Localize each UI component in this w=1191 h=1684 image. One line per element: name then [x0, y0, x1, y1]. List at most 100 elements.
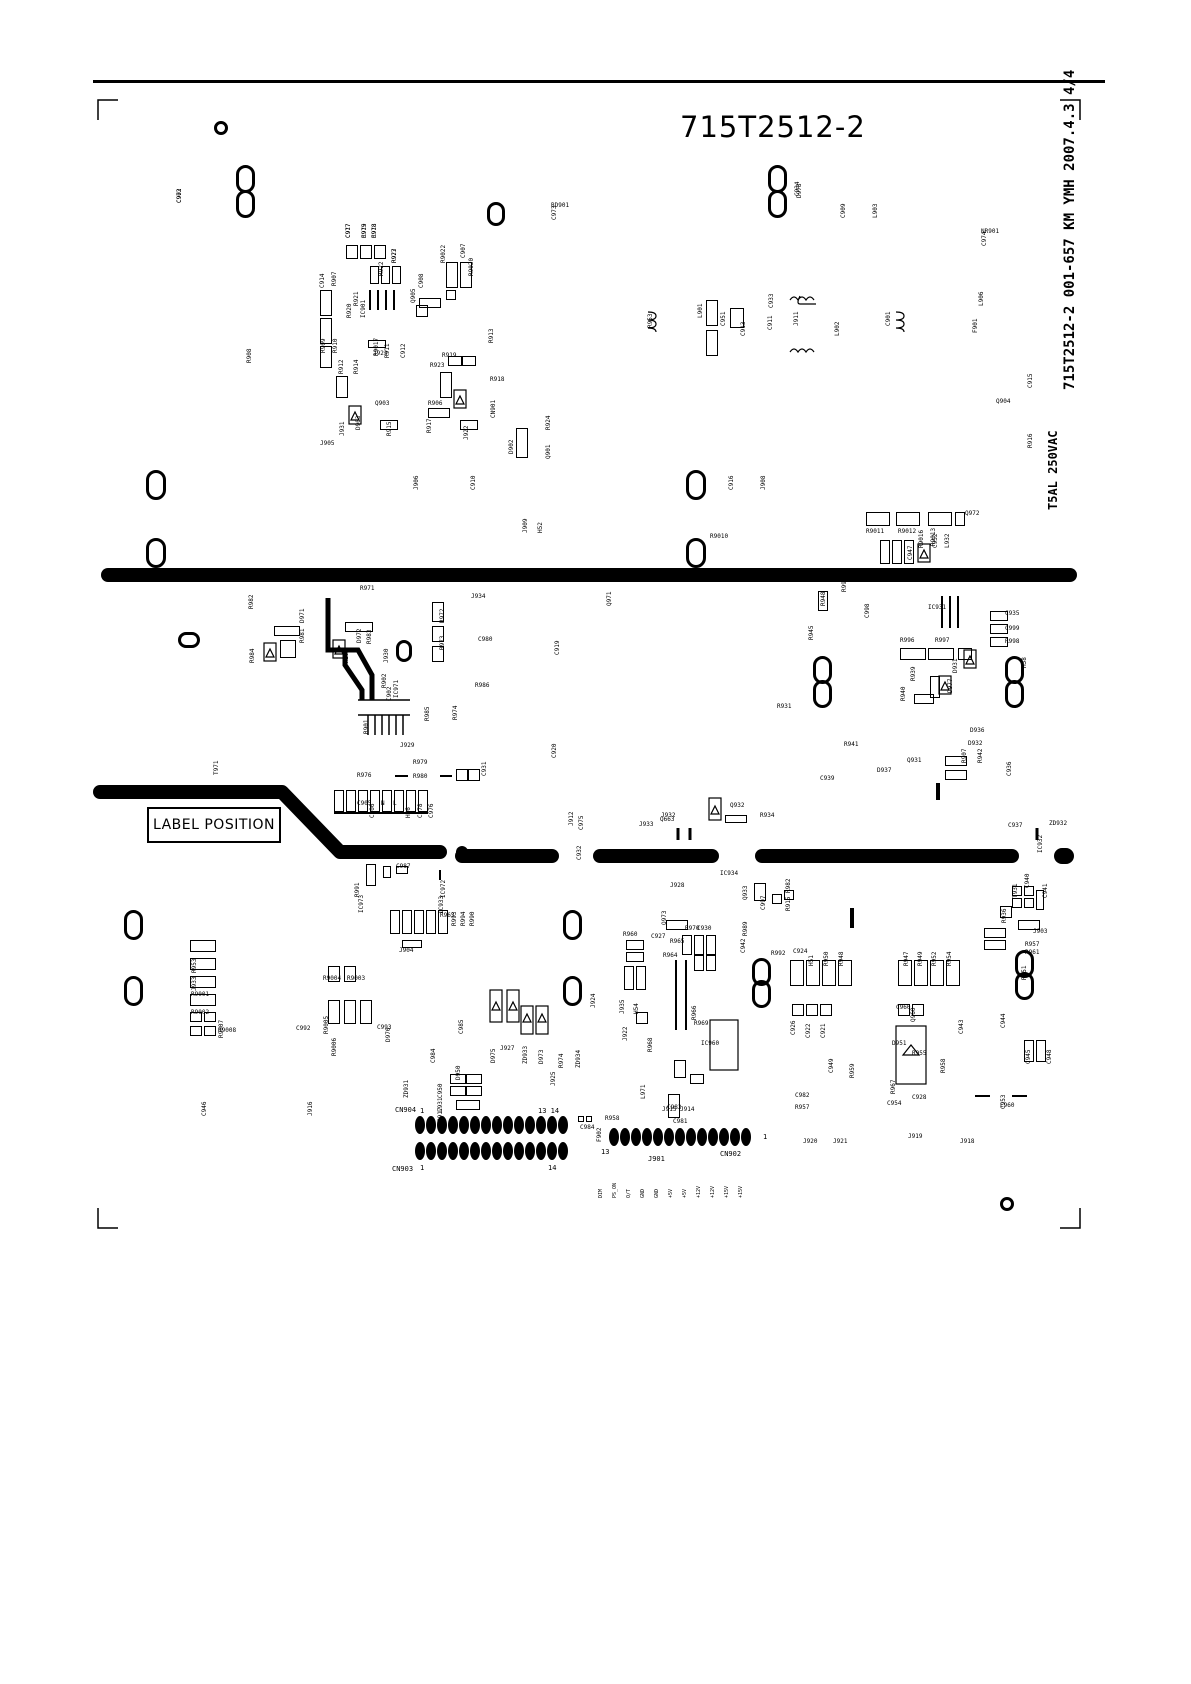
component-pad [190, 1012, 202, 1022]
reference-designator: IC932 [1037, 834, 1044, 853]
component-pad [346, 245, 358, 259]
reference-designator: R952 [931, 951, 938, 966]
component-pad [344, 1000, 356, 1024]
component-pad [586, 1116, 592, 1122]
component-pad [900, 648, 926, 660]
connector-pin [653, 1128, 663, 1146]
reference-designator: J911 [793, 311, 800, 326]
connector-pin [492, 1142, 502, 1160]
component-pad [466, 1086, 482, 1096]
reference-designator: C980 [478, 636, 493, 643]
mounting-hole [487, 202, 505, 226]
component-pad [666, 920, 688, 930]
reference-designator: R951 [1021, 965, 1028, 980]
reference-designator: R902 [381, 673, 388, 688]
connector-pin [481, 1142, 491, 1160]
reference-designator: C905 [357, 800, 372, 807]
reference-designator: R9020 [468, 257, 475, 276]
reference-designator: C922 [805, 1023, 812, 1038]
component-pad [448, 356, 462, 366]
connector-pin [437, 1142, 447, 1160]
component-pad [624, 966, 634, 990]
component-pad [360, 1000, 372, 1024]
reference-designator: R9017 [373, 337, 380, 356]
reference-designator: R948 [838, 951, 845, 966]
reference-designator: C999 [1005, 625, 1020, 632]
component-pad [806, 960, 820, 986]
mounting-hole [178, 632, 200, 648]
reference-designator: R907 [961, 748, 968, 763]
reference-designator: Q971 [606, 591, 613, 606]
reference-designator: J933 [639, 821, 654, 828]
reference-designator: BD901 [551, 202, 570, 209]
reference-designator: C984 [580, 1124, 595, 1131]
reference-designator: R979 [413, 759, 428, 766]
component-pad [880, 540, 890, 564]
reference-designator: R958 [605, 1115, 620, 1122]
reference-designator: C949 [828, 1058, 835, 1073]
reference-designator: C902 [386, 686, 393, 701]
component-pad [344, 966, 356, 982]
connector-pin [664, 1128, 674, 1146]
component-pad [456, 769, 468, 781]
reference-designator: Q663 [660, 816, 675, 823]
reference-designator: IC973 [358, 894, 365, 913]
reference-designator: R954 [946, 951, 953, 966]
component-pad [1024, 898, 1034, 908]
reference-designator: R970 [685, 925, 700, 932]
component-pad [914, 960, 928, 986]
reference-designator: R915 [785, 896, 792, 911]
reference-designator: R978 [371, 223, 378, 238]
connector-pin [459, 1142, 469, 1160]
reference-designator: R921 [353, 291, 360, 306]
fiducial-dot [214, 121, 228, 135]
reference-designator: Q904 [996, 398, 1011, 405]
reference-designator: J928 [670, 882, 685, 889]
reference-designator: C935 [1005, 610, 1020, 617]
reference-designator: R974 [452, 705, 459, 720]
mounting-hole [563, 976, 582, 1006]
reference-designator: R908 [246, 348, 253, 363]
reference-designator: C912 [400, 343, 407, 358]
reference-designator: Q933 [742, 885, 749, 900]
reference-designator: R940 [900, 686, 907, 701]
reference-designator: J916 [307, 1101, 314, 1116]
reference-designator: C954 [887, 1100, 902, 1107]
component-pad [818, 591, 828, 611]
reference-designator: C992 [296, 1025, 311, 1032]
reference-designator: T971 [213, 760, 220, 775]
reference-designator: Q973 [661, 910, 668, 925]
mounting-hole [752, 980, 771, 1008]
reference-designator: C930 [697, 925, 712, 932]
reference-designator: R919 [442, 352, 457, 359]
reference-designator: Q901 [545, 444, 552, 459]
component-pad [328, 966, 340, 982]
component-pad [446, 262, 458, 288]
component-pad [930, 676, 940, 698]
reference-designator: C932 [576, 845, 583, 860]
connector-pin [675, 1128, 685, 1146]
reference-designator: C943 [958, 1019, 965, 1034]
reference-designator: R949 [917, 951, 924, 966]
reference-designator: C950 [437, 1083, 444, 1098]
reference-designator: C993 [377, 1024, 392, 1031]
component-pad [806, 1004, 818, 1016]
connector-pin [492, 1116, 502, 1134]
reference-designator: R945 [808, 625, 815, 640]
reference-designator: R964 [663, 952, 678, 959]
component-pad [460, 420, 478, 430]
connector-pin [719, 1128, 729, 1146]
reference-designator: C920 [551, 743, 558, 758]
connector-pin [415, 1142, 425, 1160]
reference-designator: R982 [248, 594, 255, 609]
j901-label: J901 [648, 1155, 665, 1163]
component-pad [984, 928, 1006, 938]
reference-designator: H51 [808, 955, 815, 966]
connector-pin [470, 1116, 480, 1134]
component-pad [466, 1074, 482, 1084]
reference-designator: J908 [760, 475, 767, 490]
reference-designator: C972 [176, 188, 183, 203]
reference-designator: R906 [428, 400, 443, 407]
reference-designator: J934 [471, 593, 486, 600]
component-pad [280, 640, 296, 658]
